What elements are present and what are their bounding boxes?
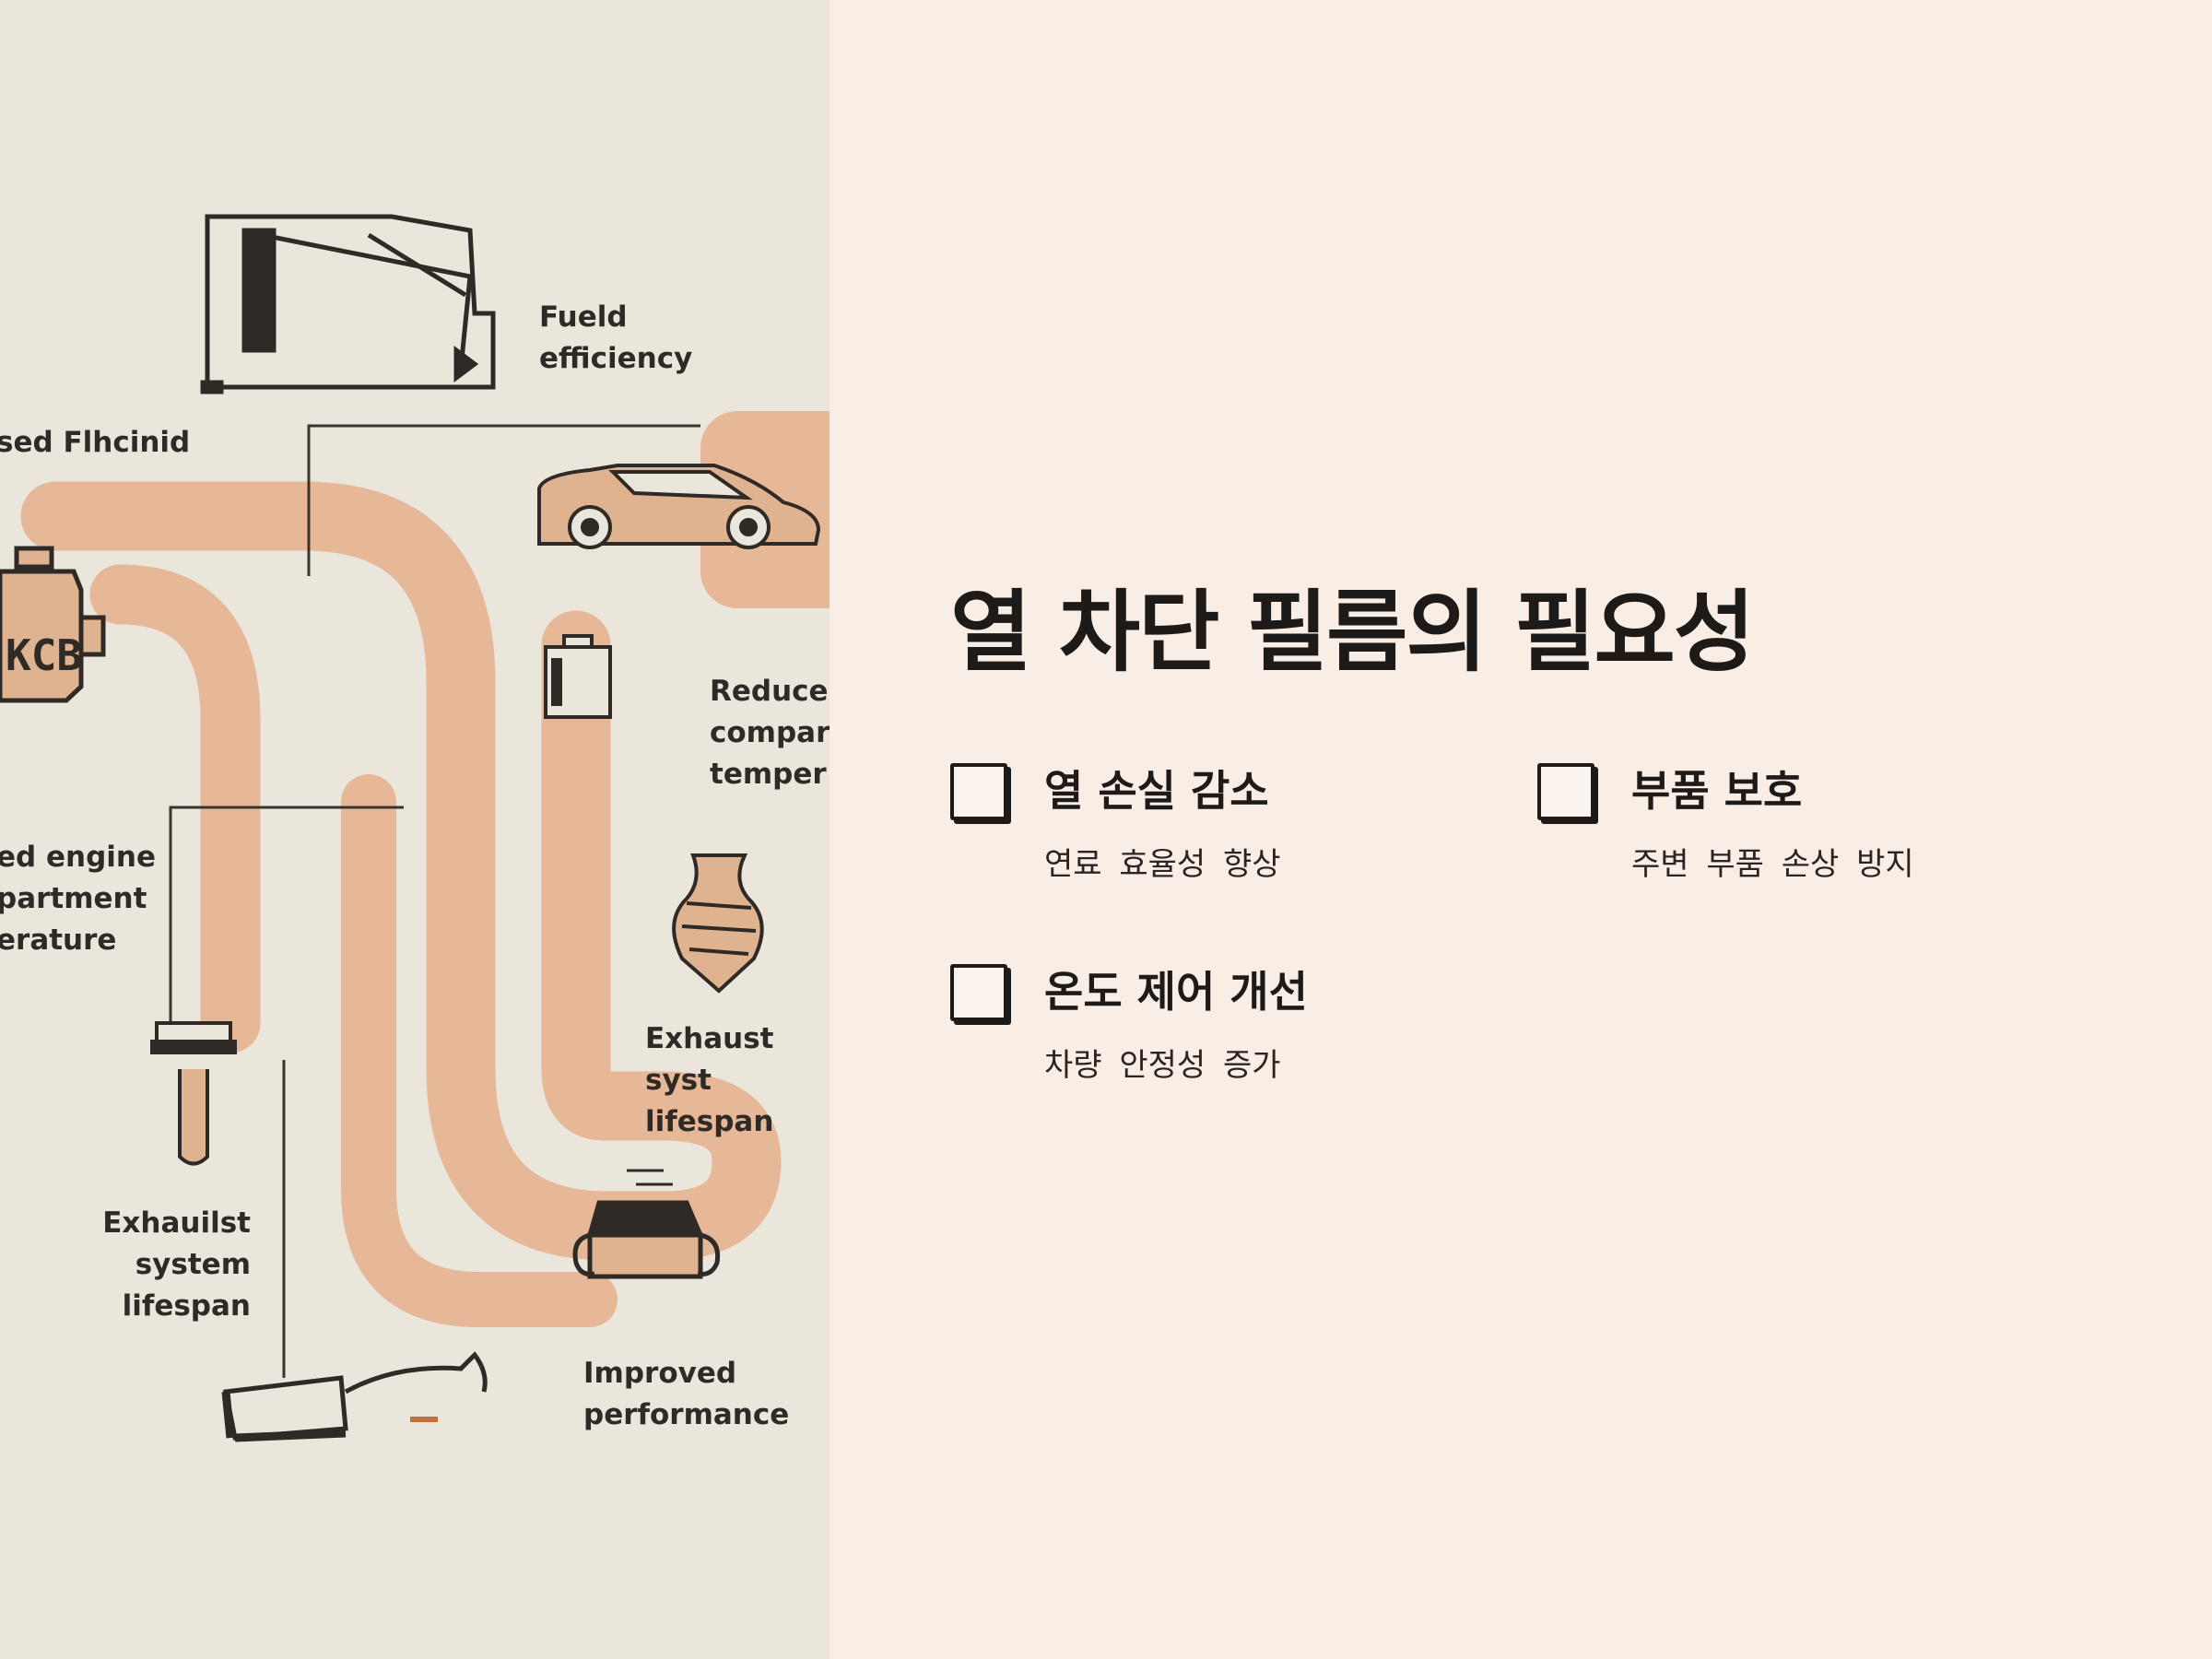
feature-title: 부품 보호 xyxy=(1631,766,1803,816)
muffler-icon xyxy=(672,853,764,994)
radiator-icon xyxy=(572,1169,721,1279)
checkbox-icon xyxy=(950,964,1007,1021)
pipe-lower xyxy=(89,564,261,1053)
car-icon xyxy=(537,464,821,549)
folder-icon xyxy=(200,214,496,394)
feature-description: 주변 부품 손상 방지 xyxy=(1631,846,1914,883)
feature-title: 열 손실 감소 xyxy=(1044,766,1269,816)
label-exhaust-left: Exhauilst system lifespan xyxy=(102,1206,251,1323)
heat-flow-illustration: KCB xyxy=(0,214,830,1442)
feature-description: 연료 효율성 향상 xyxy=(1044,846,1281,883)
label-exhaust-right: Exhaust syst lifespan xyxy=(645,1022,774,1138)
label-performance: Improved performance xyxy=(583,1357,790,1431)
engine-icon xyxy=(0,546,106,703)
slide-content: 열 차단 필름의 필요성 열 손실 감소 연료 효율성 향상 부품 보호 주변 … xyxy=(830,0,2212,1659)
label-fuel-efficiency: Fueld efficiency xyxy=(539,300,693,375)
label-fluid: sed Flhcinid xyxy=(0,426,191,459)
checkbox-icon xyxy=(950,763,1007,820)
label-engine-temp: ed engine partment erature xyxy=(0,841,157,957)
battery-icon xyxy=(544,634,612,719)
feature-description: 차량 안정성 증가 xyxy=(1044,1047,1281,1084)
filter-icon xyxy=(150,1021,237,1166)
checkbox-icon xyxy=(1537,763,1594,820)
illustration-panel: KCB Fueld efficiency sed Flhcinid Reduce… xyxy=(0,0,830,1659)
pipe-inner xyxy=(341,774,618,1327)
page-title: 열 차단 필름의 필요성 xyxy=(950,581,1755,684)
feature-title: 온도 제어 개선 xyxy=(1044,967,1308,1017)
tray-icon xyxy=(221,1351,488,1442)
engine-label-text: KCB xyxy=(6,630,82,680)
